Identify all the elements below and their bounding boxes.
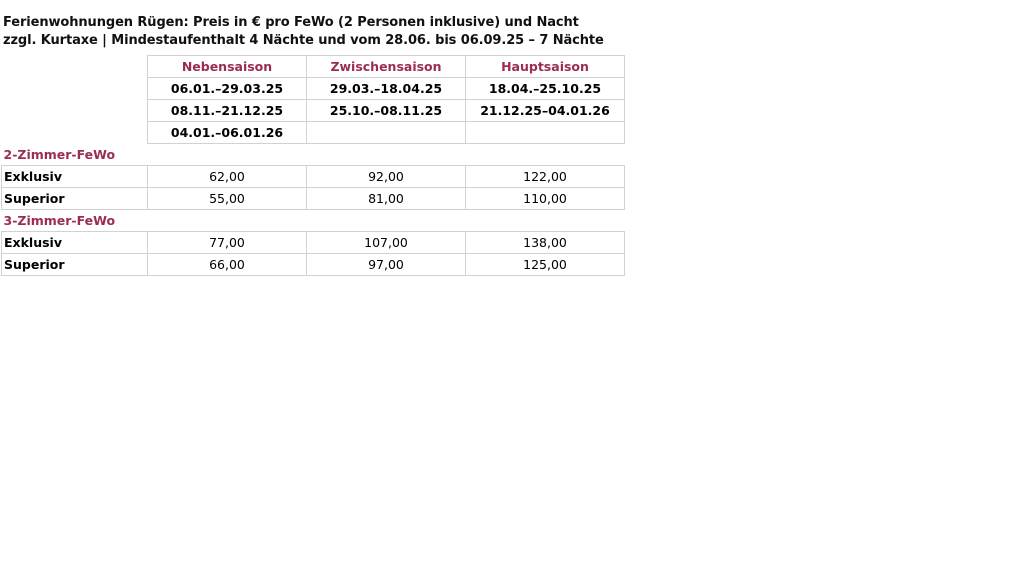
price-row: Exklusiv 62,00 92,00 122,00 bbox=[1, 165, 625, 188]
date-row: 06.01.–29.03.25 29.03.–18.04.25 18.04.–2… bbox=[1, 77, 625, 100]
page-title: Ferienwohnungen Rügen: Preis in € pro Fe… bbox=[3, 14, 643, 50]
date-range bbox=[465, 121, 625, 144]
price-cell: 92,00 bbox=[306, 165, 466, 188]
season-header: Hauptsaison bbox=[465, 55, 625, 78]
corner-cell bbox=[1, 55, 148, 78]
price-cell: 138,00 bbox=[465, 231, 625, 254]
price-table: Nebensaison Zwischensaison Hauptsaison 0… bbox=[1, 55, 625, 276]
price-cell: 55,00 bbox=[147, 187, 307, 210]
price-cell: 97,00 bbox=[306, 253, 466, 276]
date-range: 06.01.–29.03.25 bbox=[147, 77, 307, 100]
empty-cell bbox=[1, 99, 148, 122]
date-row: 08.11.–21.12.25 25.10.–08.11.25 21.12.25… bbox=[1, 99, 625, 122]
price-row: Superior 66,00 97,00 125,00 bbox=[1, 253, 625, 276]
price-cell: 107,00 bbox=[306, 231, 466, 254]
category-label: Superior bbox=[1, 187, 148, 210]
date-row: 04.01.–06.01.26 bbox=[1, 121, 625, 144]
price-cell: 125,00 bbox=[465, 253, 625, 276]
empty-cell bbox=[1, 121, 148, 144]
date-range: 25.10.–08.11.25 bbox=[306, 99, 466, 122]
category-label: Superior bbox=[1, 253, 148, 276]
title-line-1: Ferienwohnungen Rügen: Preis in € pro Fe… bbox=[3, 15, 579, 30]
date-range: 21.12.25–04.01.26 bbox=[465, 99, 625, 122]
group-row: 2-Zimmer-FeWo bbox=[1, 143, 625, 166]
price-cell: 66,00 bbox=[147, 253, 307, 276]
category-label: Exklusiv bbox=[1, 231, 148, 254]
price-cell: 81,00 bbox=[306, 187, 466, 210]
price-cell: 62,00 bbox=[147, 165, 307, 188]
group-row: 3-Zimmer-FeWo bbox=[1, 209, 625, 232]
date-range bbox=[306, 121, 466, 144]
date-range: 18.04.–25.10.25 bbox=[465, 77, 625, 100]
season-header-row: Nebensaison Zwischensaison Hauptsaison bbox=[1, 55, 625, 78]
season-header: Nebensaison bbox=[147, 55, 307, 78]
date-range: 29.03.–18.04.25 bbox=[306, 77, 466, 100]
date-range: 08.11.–21.12.25 bbox=[147, 99, 307, 122]
price-row: Superior 55,00 81,00 110,00 bbox=[1, 187, 625, 210]
date-range: 04.01.–06.01.26 bbox=[147, 121, 307, 144]
price-cell: 110,00 bbox=[465, 187, 625, 210]
season-header: Zwischensaison bbox=[306, 55, 466, 78]
group-label: 2-Zimmer-FeWo bbox=[1, 143, 625, 166]
price-cell: 77,00 bbox=[147, 231, 307, 254]
category-label: Exklusiv bbox=[1, 165, 148, 188]
empty-cell bbox=[1, 77, 148, 100]
price-row: Exklusiv 77,00 107,00 138,00 bbox=[1, 231, 625, 254]
title-line-2: zzgl. Kurtaxe | Mindestaufenthalt 4 Näch… bbox=[3, 33, 604, 48]
group-label: 3-Zimmer-FeWo bbox=[1, 209, 625, 232]
price-cell: 122,00 bbox=[465, 165, 625, 188]
